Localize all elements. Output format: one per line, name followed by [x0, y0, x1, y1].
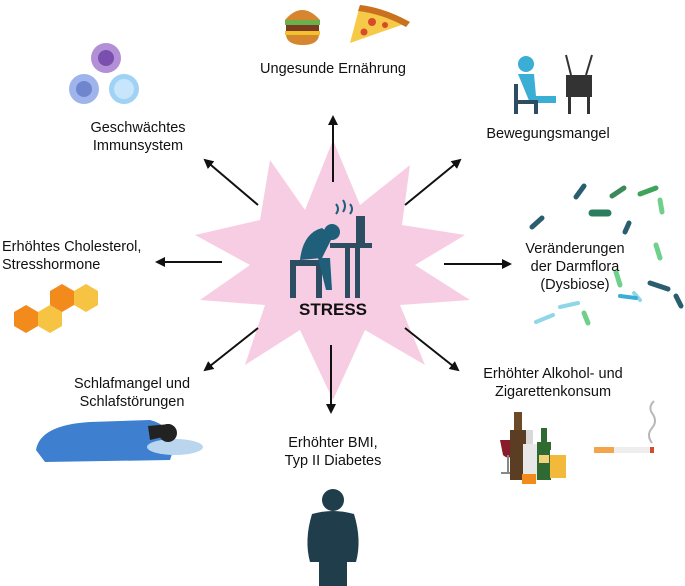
arrows	[155, 115, 512, 414]
factor-immune-label: Geschwächtes Immunsystem	[68, 119, 208, 155]
factor-sleep-line1: Schlafmangel und	[73, 376, 191, 392]
factor-cholesterol-line1: Erhöhtes Cholesterol,	[2, 239, 142, 255]
factor-alcohol-label: Erhöhter Alkohol- und Zigarettenkonsum	[468, 365, 638, 401]
arrow-alcohol	[404, 327, 460, 372]
factor-exercise-label: Bewegungsmangel	[486, 126, 610, 142]
factor-gut-line1: Veränderungen	[525, 241, 625, 257]
immune-cells-icon	[69, 43, 139, 104]
hexagon-molecule-icon	[14, 284, 98, 333]
factor-immune-line1: Geschwächtes	[90, 120, 186, 136]
factor-gut-line3: (Dysbiose)	[540, 277, 610, 293]
arrow-sleep	[203, 327, 259, 372]
factor-alcohol-line2: Zigarettenkonsum	[494, 384, 612, 400]
sleeping-person-icon	[36, 420, 203, 462]
factor-diet-label: Ungesunde Ernährung	[260, 61, 406, 77]
factor-immune-line2: Immunsystem	[92, 138, 184, 154]
factor-sleep-line2: Schlafstörungen	[79, 394, 185, 410]
factor-cholesterol-line2: Stresshormone	[2, 257, 101, 273]
bacteria-icon	[529, 183, 684, 326]
factor-bmi-label: Erhöhter BMI, Typ II Diabetes	[268, 434, 398, 470]
factor-cholesterol-label: Erhöhtes Cholesterol, Stresshormone	[2, 238, 162, 274]
stress-burst	[195, 140, 470, 400]
pizza-icon	[350, 5, 410, 43]
factor-alcohol-line1: Erhöhter Alkohol- und	[483, 366, 623, 382]
factor-gut-label: Veränderungen der Darmflora (Dysbiose)	[512, 240, 638, 294]
arrow-exercise	[404, 158, 462, 206]
bottles-icon	[500, 412, 566, 484]
factor-bmi-line2: Typ II Diabetes	[284, 453, 382, 469]
factor-bmi-line1: Erhöhter BMI,	[288, 435, 378, 451]
factor-gut-line2: der Darmflora	[530, 259, 620, 275]
body-silhouette-icon	[307, 489, 359, 586]
arrow-immune	[203, 158, 259, 206]
stress-label: STRESS	[298, 300, 368, 319]
tv-viewer-icon	[514, 54, 593, 114]
burger-icon	[285, 10, 320, 45]
cigarette-icon	[594, 400, 656, 453]
stressed-person-icon	[290, 199, 372, 298]
factor-sleep-label: Schlafmangel und Schlafstörungen	[62, 375, 202, 411]
